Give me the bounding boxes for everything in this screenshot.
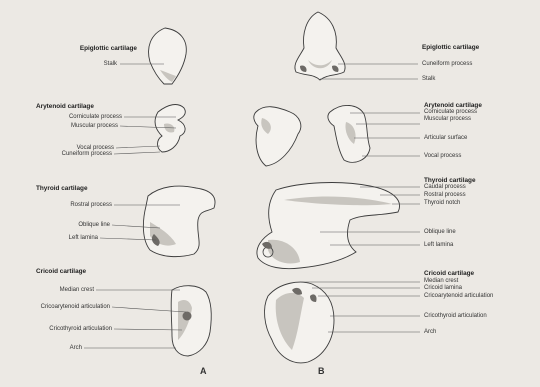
label-b-arytenoid-heading: Arytenoid cartilage [424, 102, 482, 109]
arytenoid-cartilage-b-left [254, 107, 301, 166]
label-b-articular: Articular surface [424, 135, 467, 142]
label-a-cricothyroid: Cricothyroid articulation [49, 326, 112, 333]
panel-a-letter: A [200, 368, 207, 375]
label-a-thyroid-heading: Thyroid cartilage [36, 185, 88, 192]
label-a-cuneiform: Cuneiform process [62, 151, 112, 158]
label-a-cricoid-heading: Cricoid cartilage [36, 268, 86, 275]
label-a-epiglottic-heading: Epiglottic cartilage [80, 45, 137, 52]
label-a-cricoarytenoid: Cricoarytenoid articulation [41, 304, 110, 311]
label-a-crest: Median crest [60, 287, 94, 294]
label-b-stalk: Stalk [422, 76, 435, 83]
label-b-oblique: Oblique line [424, 229, 456, 236]
label-a-stalk: Stalk [104, 61, 117, 68]
label-b-cricoid-lamina: Cricoid lamina [424, 285, 462, 292]
panel-b-letter: B [318, 368, 325, 375]
label-b-caudal: Caudal process [424, 184, 466, 191]
label-a-corniculate: Corniculate process [69, 114, 122, 121]
label-b-lamina: Left lamina [424, 242, 453, 249]
label-a-arch: Arch [70, 345, 82, 352]
label-b-cricoarytenoid: Cricoarytenoid articulation [424, 293, 493, 300]
label-b-cricothyroid: Cricothyroid articulation [424, 313, 487, 320]
label-a-muscular: Muscular process [71, 123, 118, 130]
label-b-crest: Median crest [424, 278, 458, 285]
label-b-corniculate: Corniculate process [424, 109, 477, 116]
label-a-oblique: Oblique line [78, 222, 110, 229]
label-b-thyroid-heading: Thyroid cartilage [424, 177, 476, 184]
label-b-muscular: Muscular process [424, 116, 471, 123]
label-b-epiglottic-heading: Epiglottic cartilage [422, 44, 479, 51]
label-b-cricoid-heading: Cricoid cartilage [424, 270, 474, 277]
label-b-rostral: Rostral process [424, 192, 466, 199]
label-b-arch: Arch [424, 329, 436, 336]
thyroid-cartilage-a [143, 186, 215, 257]
label-a-lamina: Left lamina [69, 235, 98, 242]
label-b-vocal: Vocal process [424, 153, 461, 160]
label-a-arytenoid-heading: Arytenoid cartilage [36, 103, 94, 110]
cricoid-cartilage-a [171, 286, 211, 356]
label-b-notch: Thyroid notch [424, 200, 460, 207]
label-a-rostral: Rostral process [70, 202, 112, 209]
label-b-cuneiform: Cuneiform process [422, 61, 472, 68]
